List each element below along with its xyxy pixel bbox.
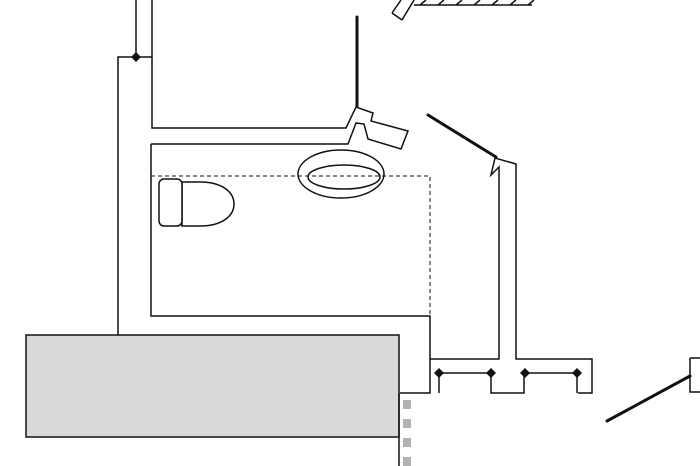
door-leaf-bottom-right [605, 374, 692, 423]
hatch-pattern [419, 0, 535, 6]
diamond-markers [131, 52, 582, 378]
marker-diamond [572, 368, 582, 378]
marker-diamond [520, 368, 530, 378]
washbasin-icon [297, 149, 385, 199]
door-leaf-right [426, 113, 498, 159]
left-wall [117, 0, 410, 335]
toilet-icon [158, 178, 235, 227]
marker-diamond [131, 52, 141, 62]
dashed-boundary [151, 175, 431, 316]
top-wall-fragment [391, 0, 532, 21]
gray-square-markers [403, 400, 411, 466]
marker-diamond [486, 368, 496, 378]
gray-block [25, 334, 400, 438]
marker-diamond [434, 368, 444, 378]
room-outline [150, 144, 593, 394]
lower-walls [400, 357, 700, 394]
